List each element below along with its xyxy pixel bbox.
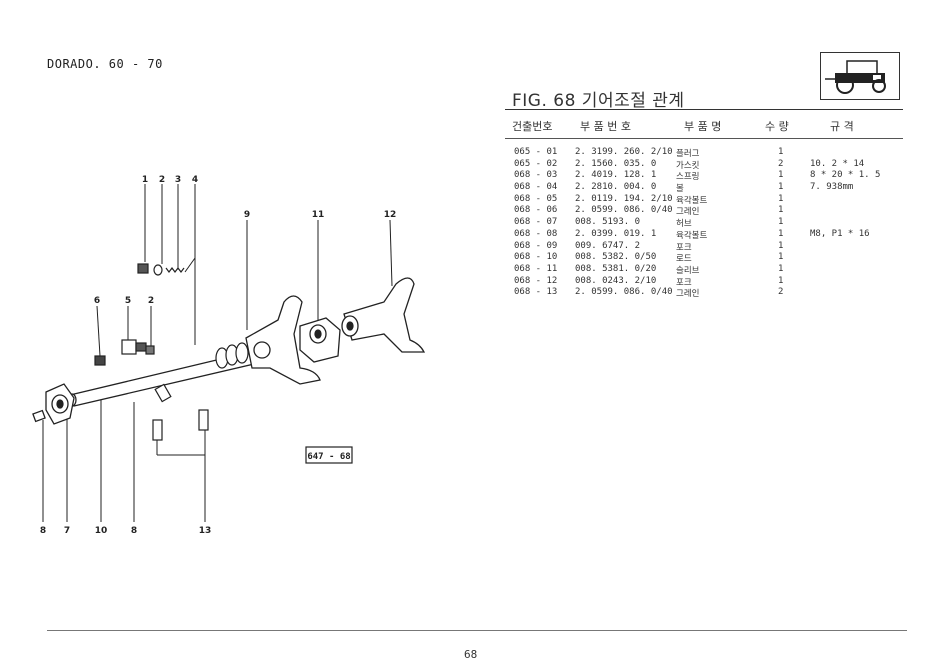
cell-qty: 1 bbox=[778, 217, 784, 228]
cell-part-no: 2. 0599. 086. 0/40 bbox=[575, 287, 673, 298]
cell-part-name: 포크 bbox=[676, 242, 692, 253]
callout-13: 13 bbox=[199, 526, 212, 536]
diagram-ref-label: 647 - 68 bbox=[307, 452, 350, 462]
cell-qty: 1 bbox=[778, 205, 784, 216]
cell-qty: 1 bbox=[778, 228, 784, 239]
callout-4: 4 bbox=[192, 175, 198, 185]
callout-2b: 2 bbox=[148, 296, 154, 306]
cell-part-no: 2. 3199. 260. 2/10 bbox=[575, 147, 673, 157]
callout-1: 1 bbox=[142, 175, 148, 185]
callout-12: 12 bbox=[384, 210, 397, 220]
cell-spec: 8 * 20 * 1. 5 bbox=[810, 170, 881, 181]
tractor-logo bbox=[820, 52, 900, 100]
cell-part-name: 슬리브 bbox=[676, 265, 700, 276]
tractor-icon bbox=[825, 60, 886, 94]
cell-part-name: 스프링 bbox=[676, 172, 700, 183]
cell-ref-no: 068 - 12 bbox=[514, 275, 558, 286]
cell-qty: 1 bbox=[778, 240, 784, 251]
cell-ref-no: 068 - 13 bbox=[514, 287, 558, 298]
cell-spec: M8, P1 * 16 bbox=[810, 228, 870, 239]
col-header-qty: 수 량 bbox=[765, 120, 789, 133]
cell-ref-no: 068 - 10 bbox=[514, 252, 558, 263]
table-header-rule bbox=[505, 138, 903, 139]
cell-spec: 10. 2 * 14 bbox=[810, 158, 865, 169]
figure-title: FIG. 68 기어조절 관계 bbox=[512, 91, 685, 111]
col-header-part-no: 부 품 번 호 bbox=[580, 120, 631, 133]
cell-part-name: 그레인 bbox=[676, 289, 700, 300]
callout-6: 6 bbox=[94, 296, 100, 306]
cell-part-no: 008. 5381. 0/20 bbox=[575, 263, 657, 274]
cell-qty: 2 bbox=[778, 287, 784, 298]
col-header-ref-no: 건출번호 bbox=[512, 120, 553, 133]
cell-qty: 1 bbox=[778, 193, 784, 204]
cell-part-no: 2. 0599. 086. 0/40 bbox=[575, 205, 673, 216]
cell-part-name: 포크 bbox=[676, 277, 692, 288]
cell-qty: 1 bbox=[778, 147, 784, 157]
cell-part-no: 009. 6747. 2 bbox=[575, 240, 641, 251]
exploded-parts-diagram: 647 - 68 1 2 3 4 9 11 12 6 5 2 8 7 10 8 … bbox=[32, 175, 426, 536]
callout-7: 7 bbox=[64, 526, 70, 536]
cell-part-no: 2. 0399. 019. 1 bbox=[575, 228, 657, 239]
cell-part-name: 그레인 bbox=[676, 207, 700, 218]
cell-ref-no: 068 - 06 bbox=[514, 205, 558, 216]
cell-part-name: 육각볼트 bbox=[676, 230, 708, 241]
cell-part-no: 008. 0243. 2/10 bbox=[575, 275, 657, 286]
cell-qty: 2 bbox=[778, 158, 784, 169]
diagram-ref-box bbox=[305, 446, 353, 464]
footer-rule bbox=[47, 630, 907, 631]
cell-part-name: 허브 bbox=[676, 219, 692, 230]
cell-ref-no: 065 - 01 bbox=[514, 147, 558, 157]
callout-9: 9 bbox=[244, 210, 250, 220]
cell-ref-no: 068 - 04 bbox=[514, 182, 558, 193]
cell-ref-no: 068 - 03 bbox=[514, 170, 558, 181]
cell-qty: 1 bbox=[778, 263, 784, 274]
col-header-part-name: 부 품 명 bbox=[684, 120, 722, 133]
callout-11: 11 bbox=[312, 210, 325, 220]
cell-ref-no: 068 - 07 bbox=[514, 217, 558, 228]
callout-8b: 8 bbox=[131, 526, 137, 536]
cell-ref-no: 068 - 05 bbox=[514, 193, 558, 204]
callout-5: 5 bbox=[125, 296, 131, 306]
callout-10: 10 bbox=[95, 526, 108, 536]
cell-part-name: 육각볼트 bbox=[676, 195, 708, 206]
cell-ref-no: 068 - 09 bbox=[514, 240, 558, 251]
callout-8: 8 bbox=[40, 526, 46, 536]
cell-ref-no: 068 - 11 bbox=[514, 263, 558, 274]
cell-spec: 7. 938mm bbox=[810, 182, 854, 193]
cell-qty: 1 bbox=[778, 252, 784, 263]
model-name: DORADO. 60 - 70 bbox=[47, 57, 163, 71]
cell-part-name: 플러그 bbox=[676, 149, 700, 159]
cell-part-name: 로드 bbox=[676, 254, 692, 265]
cell-part-no: 2. 1560. 035. 0 bbox=[575, 158, 657, 169]
callout-3: 3 bbox=[175, 175, 181, 185]
cell-part-no: 2. 4019. 128. 1 bbox=[575, 170, 657, 181]
cell-qty: 1 bbox=[778, 182, 784, 193]
cell-part-name: 볼 bbox=[676, 184, 684, 195]
cell-part-name: 가스킷 bbox=[676, 160, 700, 171]
col-header-spec: 규 격 bbox=[830, 120, 854, 133]
cell-qty: 1 bbox=[778, 275, 784, 286]
table-top-rule bbox=[505, 109, 903, 110]
cell-part-no: 2. 2810. 004. 0 bbox=[575, 182, 657, 193]
cell-ref-no: 068 - 08 bbox=[514, 228, 558, 239]
cell-part-no: 2. 0119. 194. 2/10 bbox=[575, 193, 673, 204]
page-number: 68 bbox=[464, 648, 478, 661]
cell-qty: 1 bbox=[778, 170, 784, 181]
cell-part-no: 008. 5382. 0/50 bbox=[575, 252, 657, 263]
cell-part-no: 008. 5193. 0 bbox=[575, 217, 641, 228]
cell-ref-no: 065 - 02 bbox=[514, 158, 558, 169]
callout-2: 2 bbox=[159, 175, 165, 185]
